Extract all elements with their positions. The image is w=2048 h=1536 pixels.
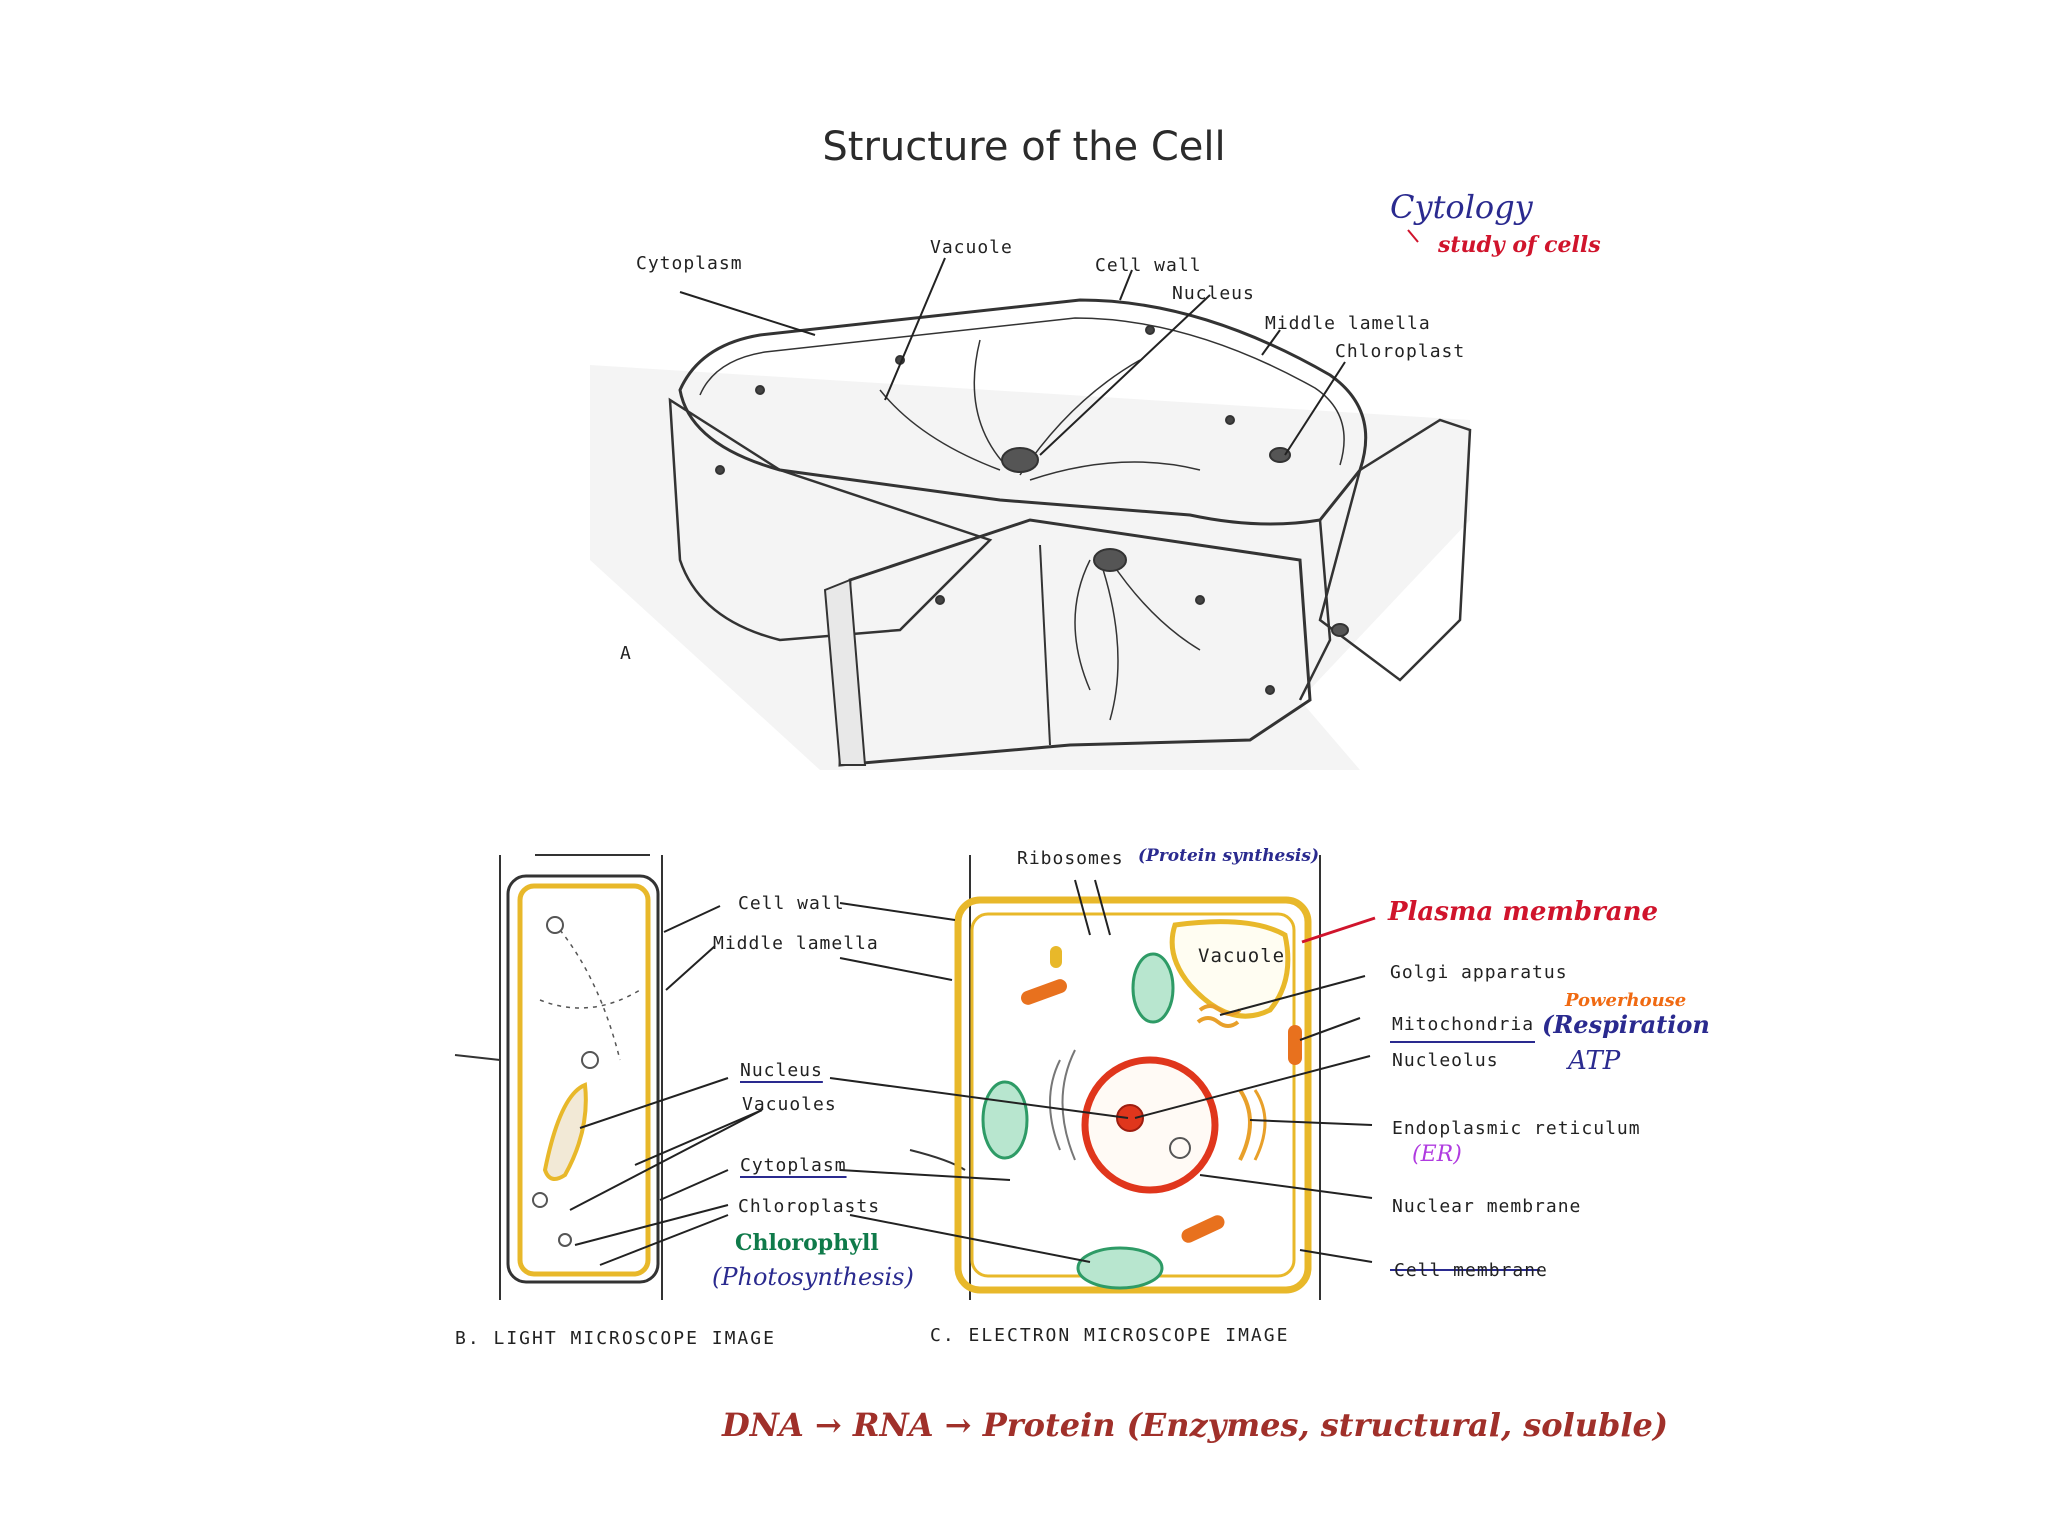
page-title: Structure of the Cell [822, 124, 1226, 170]
label-vacuole-c: Vacuole [1198, 945, 1286, 967]
label-cell-wall-b: Cell wall [738, 893, 845, 914]
note-chlorophyll: Chlorophyll [735, 1230, 879, 1256]
panel-b-cell-drawing [454, 854, 663, 1300]
note-cytology: Cytology [1390, 188, 1533, 226]
label-cell-wall-a: Cell wall [1095, 255, 1202, 276]
plasma-membrane-arrow [1301, 916, 1376, 944]
panel-a-tissue-drawing [590, 298, 1472, 770]
label-vacuoles-b: Vacuoles [742, 1094, 837, 1115]
label-cytoplasm-b: Cytoplasm [740, 1155, 847, 1176]
label-cell-membrane-c: Cell membrane [1394, 1260, 1548, 1281]
panel-b-leader-lines [569, 905, 763, 1266]
panel-c-leader-lines [829, 879, 1373, 1263]
label-ribosomes-c: Ribosomes [1017, 848, 1124, 869]
label-nucleus-b: Nucleus [740, 1060, 823, 1081]
note-dna-flow: DNA → RNA → Protein (Enzymes, structural… [722, 1406, 1669, 1444]
label-mitochondria-c: Mitochondria [1392, 1014, 1535, 1035]
cytology-tick [1407, 229, 1419, 243]
label-cytoplasm-a: Cytoplasm [636, 253, 743, 274]
note-protein-synthesis: (Protein synthesis) [1138, 846, 1320, 866]
label-nucleus-a: Nucleus [1172, 283, 1255, 304]
caption-c: C. ELECTRON MICROSCOPE IMAGE [930, 1325, 1290, 1346]
note-plasma-membrane: Plasma membrane [1388, 897, 1659, 927]
caption-b: B. LIGHT MICROSCOPE IMAGE [455, 1328, 776, 1349]
note-study-of-cells: study of cells [1438, 232, 1601, 258]
note-respiration: (Respiration [1542, 1010, 1710, 1039]
note-er: (ER) [1412, 1142, 1462, 1167]
label-er-c: Endoplasmic reticulum [1392, 1118, 1641, 1139]
panel-c-cell-drawing [909, 855, 1321, 1300]
note-photosynthesis: (Photosynthesis) [712, 1263, 914, 1291]
annotation-underlines [1390, 1041, 1540, 1271]
panel-a-letter-label: A [620, 643, 632, 664]
panel-a-leader-lines [679, 257, 1346, 456]
label-middle-lamella-a: Middle lamella [1265, 313, 1431, 334]
label-middle-lamella-b: Middle lamella [713, 933, 879, 954]
label-nuclear-membrane-c: Nuclear membrane [1392, 1196, 1582, 1217]
label-vacuole-a: Vacuole [930, 237, 1013, 258]
label-chloroplast-a: Chloroplast [1335, 341, 1466, 362]
label-nucleolus-c: Nucleolus [1392, 1050, 1499, 1071]
label-chloroplasts-b: Chloroplasts [738, 1196, 881, 1217]
note-atp: ATP [1568, 1046, 1621, 1076]
note-powerhouse: Powerhouse [1565, 990, 1687, 1011]
label-golgi-c: Golgi apparatus [1390, 962, 1568, 983]
